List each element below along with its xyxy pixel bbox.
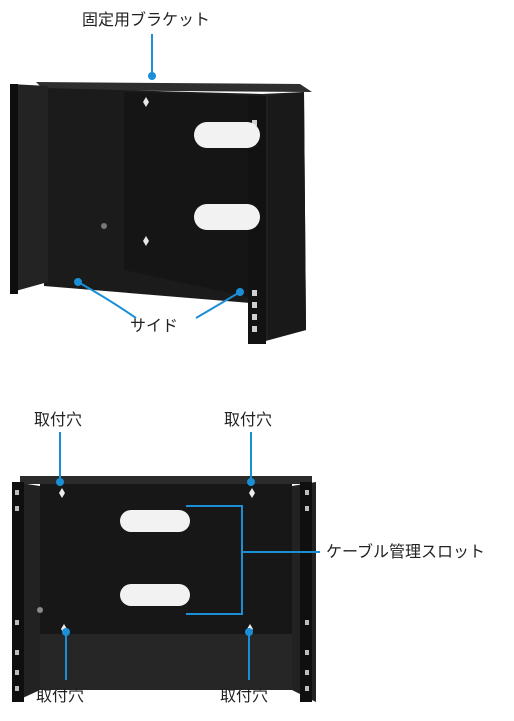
bracket-leader-dot: [148, 72, 156, 80]
cable-slot-lower: [194, 204, 260, 230]
label-top-bracket: 固定用ブラケット: [82, 10, 211, 29]
front-left-side: [14, 482, 40, 702]
label-side: サイド: [130, 316, 179, 335]
left-rail: [10, 84, 18, 294]
label-hole-bottom-right: 取付穴: [220, 686, 269, 705]
label-hole-top-right: 取付穴: [224, 410, 273, 429]
front-rail-holes: [15, 490, 309, 691]
side-leader-dot-left: [74, 278, 82, 286]
leader-lines-bottom: [59, 432, 320, 680]
front-back-panel: [40, 484, 292, 634]
front-right-side: [292, 482, 316, 702]
label-hole-bottom-left: 取付穴: [36, 686, 85, 705]
hole-dot-top-right: [247, 478, 255, 486]
top-bracket-rim: [36, 82, 312, 92]
hole-dot-bottom-right: [245, 628, 253, 636]
label-cable-slots: ケーブル管理スロット: [326, 542, 486, 561]
right-side-face: [268, 92, 306, 340]
front-floor-shadow: [40, 634, 292, 690]
left-side-panel: [10, 84, 48, 292]
side-leader-dot-right: [236, 288, 244, 296]
mount-hole-upper: [143, 97, 149, 107]
front-top-rim: [20, 476, 312, 484]
front-screw: [37, 607, 43, 613]
front-left-rail: [12, 482, 24, 702]
front-cable-slot-lower: [120, 584, 190, 606]
cable-slot-upper: [194, 122, 260, 148]
hole-dot-top-left: [56, 478, 64, 486]
front-mount-holes: [59, 488, 255, 634]
bracket-perspective-illustration: [10, 34, 312, 344]
hole-dot-bottom-left: [62, 628, 70, 636]
mount-hole-lower: [143, 236, 149, 246]
screw: [101, 223, 107, 229]
label-hole-top-left: 取付穴: [34, 410, 83, 429]
front-cable-slot-upper: [120, 510, 190, 532]
front-right-rail: [300, 482, 312, 702]
